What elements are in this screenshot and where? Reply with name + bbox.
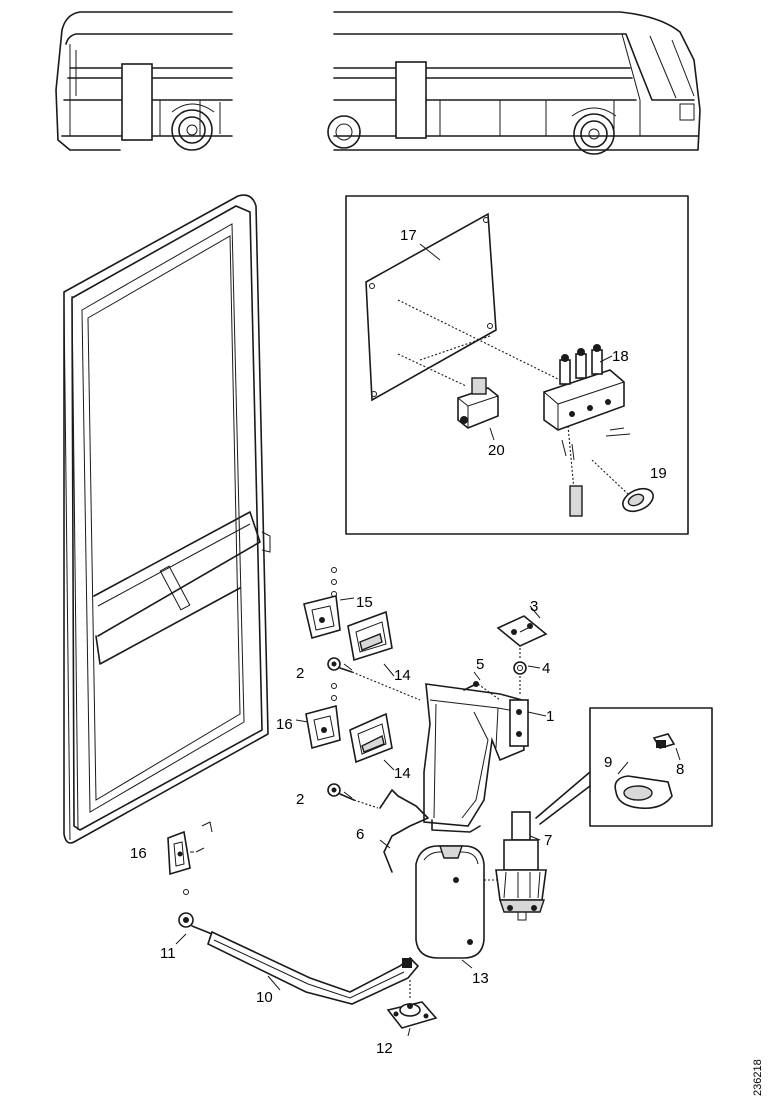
- inset-box: [345, 195, 689, 535]
- callout-16b: 16: [130, 845, 147, 862]
- highlight-box-right: [395, 61, 427, 139]
- part-2-pivot-upper: [327, 657, 421, 701]
- bus-rear-illustration: [55, 11, 233, 151]
- callout-11: 11: [160, 945, 176, 962]
- part-1-hinge-arm: [423, 683, 529, 833]
- part-10-rod: [207, 930, 420, 1005]
- highlight-box-left: [121, 63, 153, 141]
- callout-14a: 14: [394, 667, 411, 684]
- callout-1: 1: [546, 708, 554, 725]
- part-14-block-upper: [347, 610, 393, 662]
- callout-labels: 17 18 20 19 15 3 2 14 5 4 1 16 9 8 14 2 …: [130, 227, 684, 1057]
- part-16-bracket-lower: [167, 821, 213, 895]
- detail-box-8-9: [535, 707, 713, 827]
- callout-19: 19: [650, 465, 667, 482]
- callout-18: 18: [612, 348, 629, 365]
- callout-8: 8: [676, 761, 684, 778]
- part-6-cable: [379, 789, 429, 873]
- callout-13: 13: [472, 970, 489, 987]
- part-12-mount: [386, 980, 438, 1029]
- part-4-nut: [513, 648, 527, 696]
- callout-15: 15: [356, 594, 373, 611]
- callout-20: 20: [488, 442, 505, 459]
- part-14-block-lower: [349, 712, 393, 764]
- hinge-assembly: [167, 567, 713, 1037]
- luggage-door-panel: [63, 194, 271, 844]
- part-20-switch: [457, 377, 499, 429]
- part-7-actuator: [495, 811, 547, 921]
- callout-14b: 14: [394, 765, 411, 782]
- callout-6: 6: [356, 826, 364, 843]
- part-5-screw: [463, 681, 501, 701]
- callout-3: 3: [530, 598, 538, 615]
- part-19-fuse: [622, 487, 654, 513]
- callout-10: 10: [256, 989, 273, 1006]
- part-9-clip: [614, 775, 673, 810]
- part-18-terminal-block: [543, 344, 631, 517]
- front-wheel: [327, 107, 617, 155]
- callout-16a: 16: [276, 716, 293, 733]
- callout-9: 9: [604, 754, 612, 771]
- bus-front-illustration: [327, 11, 701, 155]
- callout-17: 17: [400, 227, 417, 244]
- callout-12: 12: [376, 1040, 393, 1057]
- part-13-cover: [415, 845, 500, 959]
- part-8-nut: [652, 733, 676, 749]
- callout-2a: 2: [296, 665, 304, 682]
- part-16-bracket-middle: [305, 704, 341, 750]
- part-3-bracket: [496, 615, 548, 647]
- callout-5: 5: [476, 656, 484, 673]
- rear-wheel: [171, 103, 215, 151]
- callout-2b: 2: [296, 791, 304, 808]
- part-2-pivot-lower: [327, 783, 379, 809]
- callout-7: 7: [544, 832, 552, 849]
- part-11-pivot: [178, 912, 213, 935]
- part-17-plate: [365, 212, 497, 402]
- part-15-bracket-upper: [303, 595, 341, 639]
- callout-4: 4: [542, 660, 550, 677]
- reference-code: 236218: [752, 1059, 764, 1096]
